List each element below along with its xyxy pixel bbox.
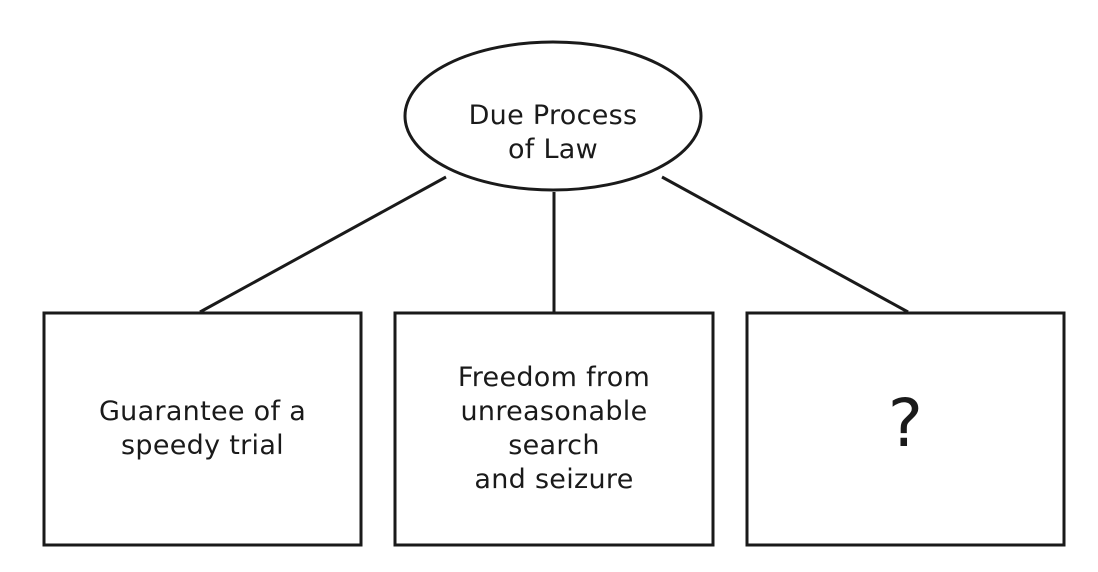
child-label-unknown: ? xyxy=(887,385,924,462)
child-box-3 xyxy=(745,311,1066,547)
root-ellipse xyxy=(403,40,703,192)
connector-right xyxy=(661,175,909,314)
child-label-speedy-trial: Guarantee of a speedy trial xyxy=(98,396,307,461)
root-label: Due Process of Law xyxy=(468,100,638,165)
child-label-search-seizure: Freedom from unreasonable search and sei… xyxy=(457,362,651,495)
connector-left xyxy=(199,175,447,314)
child-box-2 xyxy=(393,311,715,547)
child-box-1 xyxy=(42,311,363,547)
